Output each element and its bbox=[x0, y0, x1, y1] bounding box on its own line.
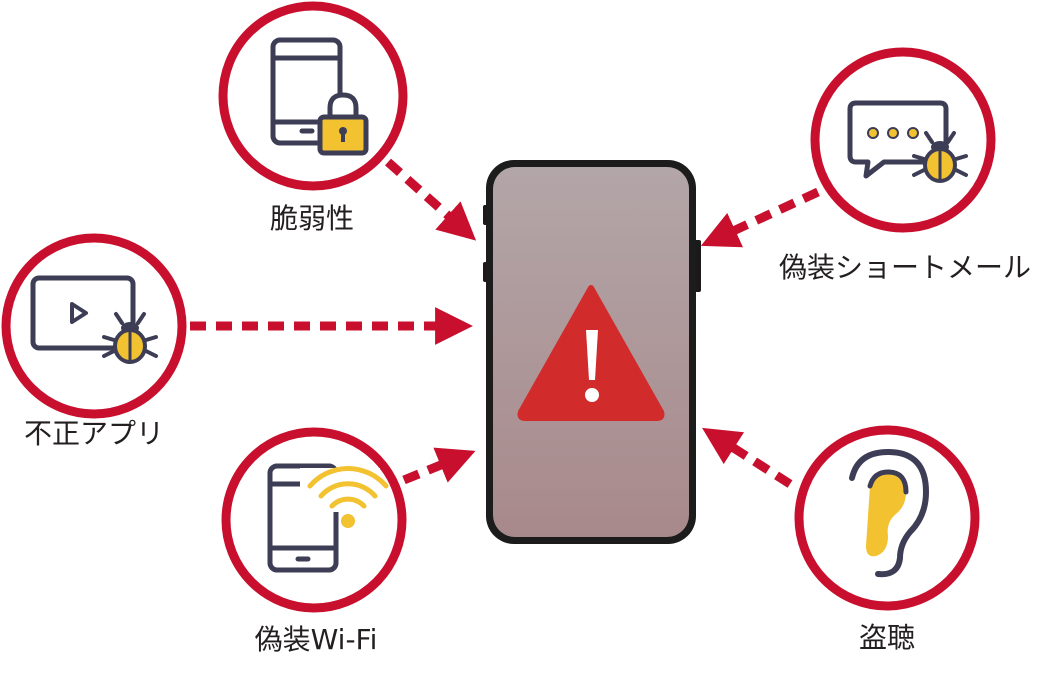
label-malicious-app: 不正アプリ bbox=[23, 417, 165, 450]
bug-icon bbox=[102, 312, 158, 364]
ear-icon bbox=[849, 448, 930, 578]
arrow-fake-sms bbox=[700, 187, 820, 248]
arrows bbox=[190, 158, 820, 488]
label-fake-sms: 偽装ショートメール bbox=[778, 251, 1032, 284]
arrow-vulnerability bbox=[385, 158, 477, 241]
chat-malware-icon bbox=[847, 100, 968, 183]
arrow-eavesdropping bbox=[702, 427, 793, 488]
threat-ring bbox=[1, 233, 187, 419]
label-fake-wifi: 偽装Wi-Fi bbox=[254, 623, 378, 656]
phone-wifi-icon bbox=[267, 463, 389, 573]
label-vulnerability: 脆弱性 bbox=[269, 202, 355, 235]
wifi-icon bbox=[307, 466, 389, 528]
threat-vulnerability bbox=[218, 1, 408, 191]
threat-ring bbox=[218, 1, 408, 191]
phone-lock-icon bbox=[270, 37, 369, 156]
arrow-fake-wifi bbox=[402, 447, 476, 485]
threat-ring bbox=[810, 47, 996, 233]
threat-eavesdropping bbox=[794, 425, 980, 611]
threat-fake-sms bbox=[810, 47, 996, 233]
bug-icon bbox=[912, 131, 968, 183]
warning-icon bbox=[517, 285, 665, 421]
threat-malicious-app bbox=[1, 233, 187, 419]
video-malware-icon bbox=[30, 275, 158, 364]
threat-ring bbox=[221, 427, 407, 613]
center-smartphone bbox=[483, 160, 701, 544]
threat-fake-wifi bbox=[221, 427, 407, 613]
label-eavesdropping: 盗聴 bbox=[858, 621, 916, 654]
